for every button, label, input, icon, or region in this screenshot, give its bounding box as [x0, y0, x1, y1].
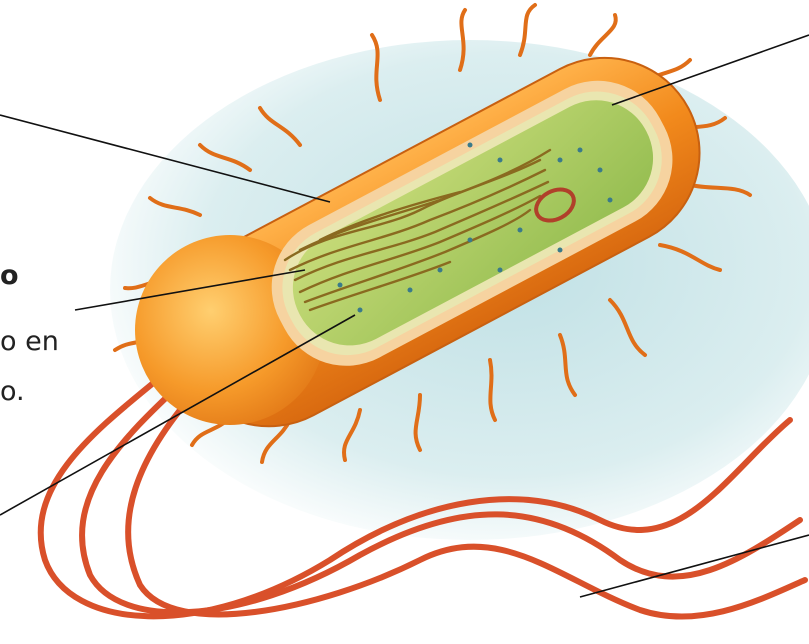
label-fragment-3: o. — [0, 378, 25, 405]
label-fragment-1: o — [0, 262, 19, 289]
leader-line-bottom-right — [580, 535, 809, 597]
label-fragment-2: o en — [0, 328, 59, 355]
